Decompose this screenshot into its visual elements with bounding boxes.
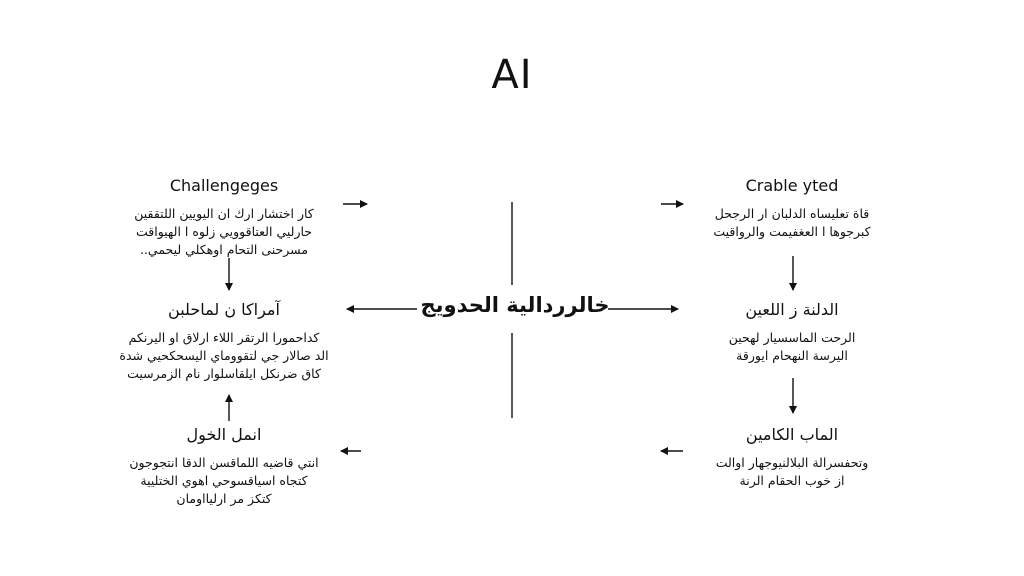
node-mid-right: الدلنة ز اللعين الرحت الماسسيار لهحين ال… [690,300,894,365]
node-top-right-line-1: قاة تعليساه الدلبان ار الرجحل [714,206,870,221]
node-mid-left-line-1: كداحمورا الرتقر اللاء ارلاق او اليرنكم [128,330,320,345]
node-top-left-body: كار اختشار ارك ان اليويين اللتققين حارلي… [114,205,334,259]
node-bot-right: الماب الكامين وتحفسرالة البلالنيوجهار او… [690,425,894,490]
node-mid-right-body: الرحت الماسسيار لهحين اليرسة النهحام ايو… [690,329,894,365]
node-top-left-line-2: حارليي العتاقوويي زلوه ا الهيواقت [135,224,313,239]
node-bot-right-body: وتحفسرالة البلالنيوجهار اوالت از خوب الح… [690,454,894,490]
node-top-right-body: قاة تعليساه الدلبان ار الرجحل كبرجوها ا … [690,205,894,241]
node-bot-left-line-1: انتي قاضيه اللماقسن الدقا انتجوجون [129,455,319,470]
node-mid-left-body: كداحمورا الرتقر اللاء ارلاق او اليرنكم ا… [114,329,334,383]
node-top-left: Challengeges كار اختشار ارك ان اليويين ا… [114,176,334,259]
node-top-right-title: Crable yted [745,176,839,195]
node-mid-left-title: آمراكا ن لماحلبن [168,300,280,319]
node-bot-left-title: انمل الخول [186,425,262,444]
node-mid-left-line-3: كاق ضرنكل ايلقاسلوار نام الزمرسيت [127,366,321,381]
center-label: خالرردالية الحدويج [420,293,610,317]
node-mid-left: آمراكا ن لماحلبن كداحمورا الرتقر اللاء ا… [114,300,334,383]
node-bot-right-line-2: از خوب الحقام الرنة [739,473,845,488]
node-bot-left-body: انتي قاضيه اللماقسن الدقا انتجوجون كتجاه… [114,454,334,508]
node-mid-right-title: الدلنة ز اللعين [745,300,839,319]
node-mid-left-line-2: الد صالار جي لتقووماي اليسحكحيي شدة [119,348,329,363]
node-bot-right-title: الماب الكامين [745,425,839,444]
node-bot-left-line-3: كتكز مر ارليااومان [176,491,272,506]
node-bot-right-line-1: وتحفسرالة البلالنيوجهار اوالت [715,455,869,470]
node-top-right: Crable yted قاة تعليساه الدلبان ار الرجح… [690,176,894,241]
node-top-left-line-3: مسرحنى التحام اوهكلي ليحمي.. [139,242,309,257]
diagram-title: AI [491,52,533,98]
node-mid-right-line-1: الرحت الماسسيار لهحين [728,330,856,345]
node-top-left-title: Challengeges [169,176,279,195]
node-mid-right-line-2: اليرسة النهحام ايورقة [736,348,848,363]
node-top-right-line-2: كبرجوها ا العغفيمت والرواقيت [713,224,871,239]
node-bot-left-line-2: كتجاه اسياقسوحي اهوي الختليية [140,473,308,488]
node-top-left-line-1: كار اختشار ارك ان اليويين اللتققين [134,206,314,221]
node-bot-left: انمل الخول انتي قاضيه اللماقسن الدقا انت… [114,425,334,508]
